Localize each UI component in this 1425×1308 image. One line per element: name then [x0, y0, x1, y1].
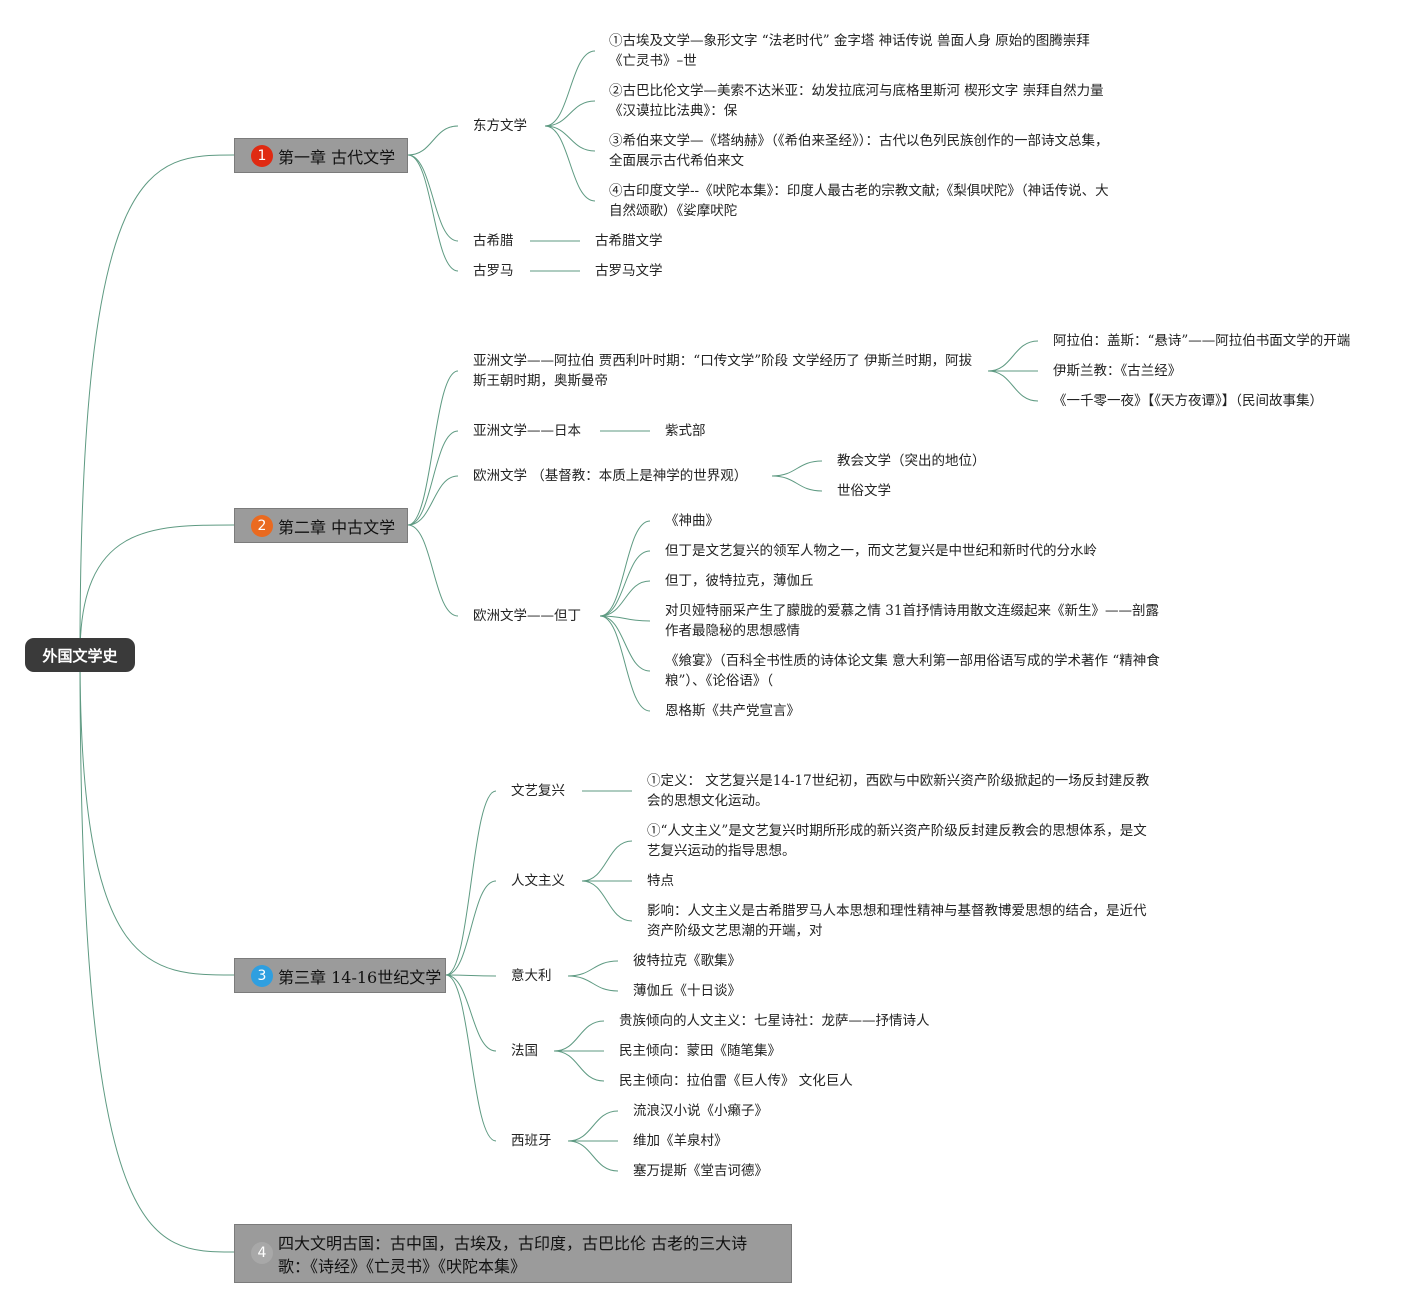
connector-line [581, 840, 633, 882]
leaf-topic[interactable]: 但丁，彼特拉克，薄伽丘 [665, 573, 814, 589]
connector-line [567, 1110, 619, 1142]
connector-line [544, 125, 596, 152]
connector-line [553, 1020, 605, 1052]
chapter-4-topic[interactable]: 4 四大文明古国：古中国，古埃及，古印度，古巴比伦 古老的三大诗歌：《诗经》《亡… [234, 1224, 792, 1283]
connector-line [407, 154, 459, 272]
leaf-topic[interactable]: ③希伯来文学—《塔纳赫》（《希伯来圣经》）：古代以色列民族创作的一部诗文总集，全… [609, 133, 1109, 169]
leaf-topic[interactable]: 特点 [647, 873, 674, 889]
connector-line [407, 125, 459, 156]
connector-line [544, 50, 596, 127]
connector-line [407, 430, 459, 526]
leaf-topic[interactable]: 《神曲》 [665, 513, 719, 529]
chapter-number-badge: 2 [251, 514, 273, 537]
leaf-topic[interactable]: 伊斯兰教：《古兰经》 [1053, 363, 1182, 379]
chapter-3-topic[interactable]: 3 第三章 14-16世纪文学 [234, 958, 446, 993]
branch-topic[interactable]: 古希腊 [473, 233, 514, 249]
connector-line [445, 974, 497, 1142]
connector-line [79, 654, 235, 976]
leaf-topic[interactable]: ②古巴比伦文学—美索不达米亚：幼发拉底河与底格里斯河 楔形文字 崇拜自然力量 《… [609, 83, 1104, 119]
branch-topic[interactable]: 古罗马 [473, 263, 514, 279]
leaf-topic[interactable]: 彼特拉克《歌集》 [633, 953, 741, 969]
connector-line [79, 654, 235, 1253]
chapter-2-topic[interactable]: 2 第二章 中古文学 [234, 508, 408, 543]
root-topic[interactable]: 外国文学史 [25, 638, 135, 672]
connector-line [567, 960, 619, 977]
leaf-topic[interactable]: 民主倾向：蒙田《随笔集》 [619, 1043, 781, 1059]
branch-topic[interactable]: 欧洲文学——但丁 [473, 608, 581, 624]
leaf-topic[interactable]: 流浪汉小说《小癞子》 [633, 1103, 768, 1119]
connector-line [445, 880, 497, 976]
leaf-topic[interactable]: ④古印度文学--《吠陀本集》：印度人最古老的宗教文献;《梨俱吠陀》（神话传说、大… [609, 183, 1109, 219]
branch-topic[interactable]: 意大利 [511, 968, 552, 984]
leaf-topic[interactable]: 恩格斯《共产党宣言》 [665, 703, 800, 719]
leaf-topic[interactable]: 教会文学（突出的地位） [837, 453, 986, 469]
leaf-topic[interactable]: 古希腊文学 [595, 233, 663, 249]
chapter-1-topic[interactable]: 1 第一章 古代文学 [234, 138, 408, 173]
chapter-title: 第一章 古代文学 [278, 147, 396, 167]
branch-topic[interactable]: 人文主义 [511, 873, 565, 889]
branch-topic[interactable]: 欧洲文学 （基督教：本质上是神学的世界观） [473, 468, 748, 484]
connector-line [567, 1140, 619, 1172]
branch-topic[interactable]: 法国 [511, 1043, 538, 1059]
branch-topic[interactable]: 文艺复兴 [511, 783, 565, 799]
connector-line [599, 580, 651, 617]
branch-topic[interactable]: 亚洲文学——阿拉伯 贾西利叶时期：“口传文学”阶段 文学经历了 伊斯兰时期，阿拔… [473, 353, 973, 389]
connector-line [407, 370, 459, 526]
connector-line [445, 974, 497, 977]
connector-line [567, 975, 619, 992]
connector-line [445, 790, 497, 976]
leaf-topic[interactable]: 《一千零一夜》【《天方夜谭》】（民间故事集） [1053, 393, 1323, 409]
chapter-number-badge: 4 [251, 1242, 273, 1264]
leaf-topic[interactable]: 世俗文学 [837, 483, 891, 499]
leaf-topic[interactable]: 影响：人文主义是古希腊罗马人本思想和理性精神与基督教博爱思想的结合，是近代资产阶… [647, 903, 1147, 939]
connector-line [599, 615, 651, 672]
connector-line [599, 615, 651, 712]
connector-line [407, 475, 459, 526]
connector-line [771, 460, 823, 477]
leaf-topic[interactable]: 塞万提斯《堂吉诃德》 [633, 1163, 768, 1179]
leaf-topic[interactable]: 薄伽丘《十日谈》 [633, 983, 741, 999]
connector-line [407, 524, 459, 617]
leaf-topic[interactable]: ①定义： 文艺复兴是14-17世纪初，西欧与中欧新兴资产阶级掀起的一场反封建反教… [647, 773, 1150, 809]
leaf-topic[interactable]: 民主倾向：拉伯雷《巨人传》 文化巨人 [619, 1073, 853, 1089]
connector-line [553, 1050, 605, 1082]
leaf-topic[interactable]: 紫式部 [665, 423, 706, 439]
leaf-topic[interactable]: 《飨宴》（百科全书性质的诗体论文集 意大利第一部用俗语写成的学术著作 “精神食粮… [665, 653, 1160, 689]
connector-line [581, 880, 633, 922]
chapter-title: 四大文明古国：古中国，古埃及，古印度，古巴比伦 古老的三大诗歌：《诗经》《亡灵书… [278, 1234, 748, 1276]
connector-line [79, 524, 235, 656]
chapter-title: 第三章 14-16世纪文学 [278, 967, 442, 987]
connector-line [599, 550, 651, 617]
leaf-topic[interactable]: 贵族倾向的人文主义：七星诗社：龙萨——抒情诗人 [619, 1013, 930, 1029]
connector-line [599, 615, 651, 622]
branch-topic[interactable]: 亚洲文学——日本 [473, 423, 581, 439]
leaf-topic[interactable]: ①“人文主义”是文艺复兴时期所形成的新兴资产阶级反封建反教会的思想体系，是文艺复… [647, 823, 1147, 859]
connector-line [771, 475, 823, 492]
leaf-topic[interactable]: 古罗马文学 [595, 263, 663, 279]
chapter-number-badge: 1 [251, 144, 273, 167]
connector-line [544, 100, 596, 127]
leaf-topic[interactable]: ①古埃及文学—象形文字 “法老时代” 金字塔 神话传说 兽面人身 原始的图腾崇拜… [609, 33, 1090, 69]
connector-line [79, 154, 235, 656]
connector-line [445, 974, 497, 1052]
chapter-title: 第二章 中古文学 [278, 517, 396, 537]
connector-line [987, 370, 1039, 402]
leaf-topic[interactable]: 维加《羊泉村》 [633, 1133, 728, 1149]
chapter-number-badge: 3 [251, 964, 273, 987]
leaf-topic[interactable]: 对贝娅特丽采产生了朦胧的爱慕之情 31首抒情诗用散文连缀起来《新生》——剖露作者… [665, 603, 1159, 639]
branch-topic[interactable]: 西班牙 [511, 1133, 552, 1149]
connector-line [407, 154, 459, 242]
leaf-topic[interactable]: 阿拉伯：盖斯：“悬诗”——阿拉伯书面文学的开端 [1053, 333, 1351, 349]
leaf-topic[interactable]: 但丁是文艺复兴的领军人物之一，而文艺复兴是中世纪和新时代的分水岭 [665, 543, 1097, 559]
connector-line [987, 340, 1039, 372]
connector-line [599, 520, 651, 617]
branch-topic[interactable]: 东方文学 [473, 118, 527, 134]
connector-line [544, 125, 596, 202]
